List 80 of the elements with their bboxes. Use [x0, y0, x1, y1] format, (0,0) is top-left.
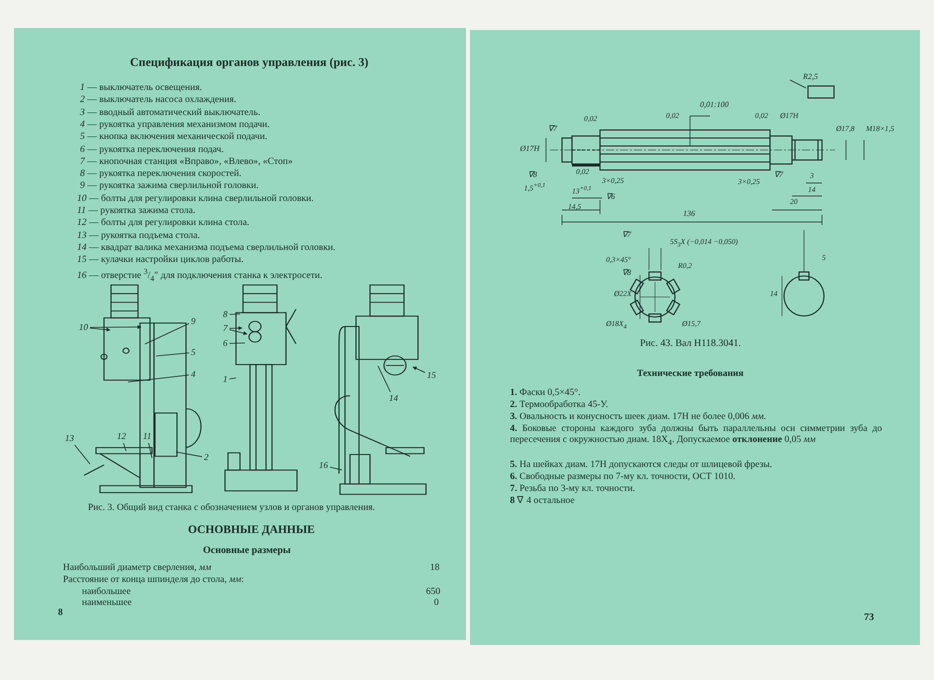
list-item: 12 — болты для регулировки клина стола.: [77, 217, 250, 228]
leader-line: [90, 328, 110, 332]
leader-line: [229, 314, 240, 315]
callout-number: 15: [426, 370, 437, 381]
callout-number: 12: [116, 431, 127, 442]
list-item: 5. На шейках диам. 17Н допускаются следы от шлицевой фрезы.: [510, 460, 772, 471]
callout-number: 7: [222, 323, 228, 334]
leader-line: [148, 442, 152, 458]
dimension-label: ∇8: [528, 170, 537, 180]
list-item: 14 — квадрат валика механизма подъема сверлильной головки.: [77, 242, 336, 253]
callout-number: 9: [190, 316, 196, 327]
list-item: 4 — рукоятка управления механизмом подачи.: [80, 118, 270, 130]
callout-number: 13: [64, 433, 75, 444]
dimension-label: ∇7: [774, 170, 783, 180]
list-item: 1 — выключатель освещения.: [80, 82, 202, 94]
list-item: 7. Резьба по 3-му кл. точности.: [510, 484, 636, 495]
figure-caption: Рис. 3. Общий вид станка с обозначением узлов и органов управления.: [88, 503, 376, 514]
list-item: 5 — кнопка включения механической подачи.: [80, 131, 268, 142]
callout-number: 1: [222, 374, 228, 385]
dimension-label: 136: [683, 209, 695, 218]
page-number: 73: [864, 612, 874, 624]
table-cell: 650: [426, 587, 440, 598]
list-item: 2. Термообработка 45-У.: [510, 400, 608, 411]
table-cell: наименьшее: [82, 598, 132, 609]
callout-number: 8: [222, 309, 228, 320]
leader-line: [229, 378, 236, 380]
callout-number: 6: [222, 338, 228, 349]
list-item: 8 — рукоятка переключения скоростей.: [80, 168, 242, 180]
list-item: 2 — выключатель насоса охлаждения.: [80, 94, 236, 106]
list-item: 7 — кнопочная станция «Вправо», «Влево», «Стоп»: [80, 156, 293, 167]
leader-line: [176, 452, 202, 458]
table-cell: наибольшее: [82, 587, 131, 598]
callout-number: 2: [203, 452, 210, 463]
list-item: 10 — болты для регулировки клина сверлильной головки.: [77, 192, 314, 204]
dimension-label: ∇7: [622, 230, 631, 240]
list-item: 8 ∇ 4 остальное: [510, 496, 575, 507]
page-number: 8: [58, 608, 63, 619]
list-item: 11 — рукоятка зажима стола.: [77, 205, 196, 216]
heading: Спецификация органов управления (рис. 3): [130, 56, 368, 70]
dimension-label: ∇8: [622, 268, 631, 278]
callout-number: 11: [142, 431, 152, 442]
leader-line: [229, 342, 246, 344]
leader-line: [412, 366, 426, 373]
table-cell: Наибольший диаметр сверления, мм: [63, 563, 212, 574]
list-item: 6 — рукоятка переключения подач.: [80, 144, 224, 155]
leader-line: [156, 352, 190, 356]
leader-line: [330, 466, 342, 470]
callout-number: 14: [388, 393, 399, 404]
callout-number: 5: [190, 347, 196, 358]
leader-line: [90, 325, 142, 330]
leader-line: [229, 326, 242, 330]
dimension-label: Ø17Н: [520, 144, 540, 154]
callout-number: 10: [78, 322, 89, 333]
list-item: 13 — рукоятка подъема стола.: [77, 230, 200, 241]
leader-line: [378, 366, 391, 392]
list-item: 15 — кулачки настройки циклов работы.: [77, 254, 244, 266]
section-heading: Технические требования: [637, 369, 744, 380]
dimension-label: R2,5: [803, 72, 818, 82]
dimension-label: ∇6: [606, 192, 615, 202]
table-cell: 0: [434, 598, 439, 609]
leader-line: [74, 444, 90, 464]
leader-line: [123, 442, 126, 452]
section-heading: ОСНОВНЫЕ ДАННЫЕ: [188, 524, 315, 538]
list-item: 1. Фаски 0,5×45°.: [510, 388, 580, 399]
subheading: Основные размеры: [203, 545, 291, 556]
list-item: 3. Овальность и конусность шеек диам. 17Н не более 0,006 мм.: [510, 412, 766, 423]
list-item: 16 — отверстие $^{3}$/$_{4}$″ для подключения станка к электросети.: [77, 266, 322, 283]
dimension-label: ∇7: [548, 124, 557, 134]
table-cell: Расстояние от конца шпинделя до стола, мм:: [63, 575, 244, 586]
figure-caption: Рис. 43. Вал Н118.3041.: [640, 338, 741, 350]
callout-number: 16: [318, 460, 329, 471]
list-item: 9 — рукоятка зажима сверлильной головки.: [80, 180, 259, 192]
list-item: 6. Свободные размеры по 7-му кл. точности, ОСТ 1010.: [510, 472, 736, 483]
dimension-label: 0,01:100: [700, 100, 729, 110]
leader-line: [229, 329, 248, 336]
callout-number: 4: [190, 369, 196, 380]
table-cell: 18: [430, 563, 440, 574]
leader-line: [128, 374, 190, 382]
list-item: 3 — вводный автоматический выключатель.: [80, 106, 260, 118]
list-item: 4. Боковые стороны каждого зуба должны быть параллельны оси симметрии зуба до пересечения с окружностью диам. 18Х$_{4}$. Допускаемое отклонение 0,05 мм: [510, 424, 882, 447]
